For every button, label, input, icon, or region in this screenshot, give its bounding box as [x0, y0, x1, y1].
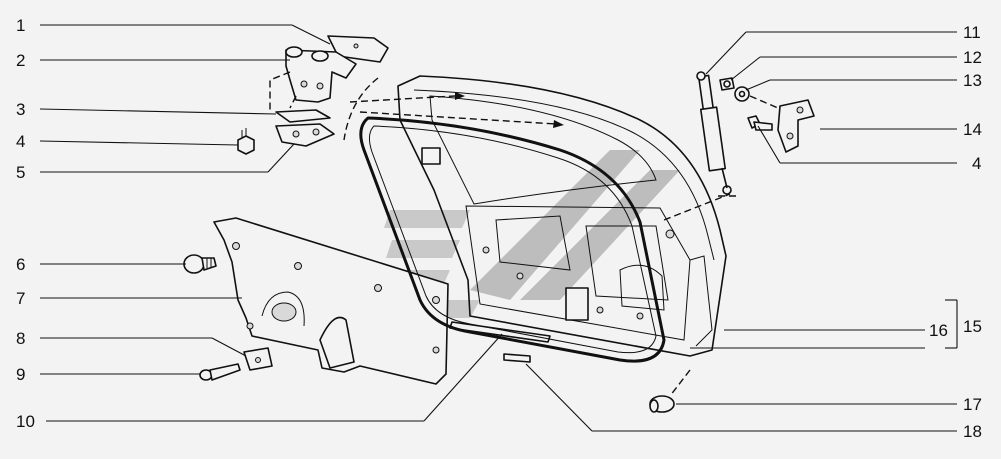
callout-16: 16	[929, 321, 948, 340]
nut	[237, 128, 255, 155]
hinge	[285, 46, 357, 103]
assembly-arc	[343, 77, 379, 141]
small-seal	[503, 353, 531, 363]
backing-plate	[275, 123, 335, 147]
callout-5: 5	[16, 163, 25, 182]
shim-plate	[275, 109, 331, 123]
trim-panel	[213, 217, 449, 385]
bracket	[243, 347, 273, 371]
fitting-guide-line	[269, 71, 291, 112]
fitting-guide-line	[289, 95, 297, 109]
push-clip	[183, 254, 217, 274]
fitting-guide-line	[749, 95, 779, 109]
callout-labels: 1 2 3 4 5 6 7 8 9 10 11 12 13 14 4 16 15…	[16, 16, 982, 441]
callout-11: 11	[963, 23, 981, 42]
strut-bracket	[777, 99, 815, 153]
callout-8: 8	[16, 329, 25, 348]
tailgate-door	[397, 75, 727, 357]
screw	[199, 363, 241, 381]
callout-10: 10	[16, 412, 35, 431]
callout-17: 17	[963, 395, 982, 414]
bump-stop	[649, 395, 675, 413]
callout-12: 12	[963, 48, 982, 67]
fitting-guide-line	[663, 193, 731, 221]
callout-1: 1	[16, 16, 25, 35]
callout-14: 14	[963, 120, 982, 139]
fitting-guide-line	[669, 369, 691, 397]
callout-3: 3	[16, 100, 25, 119]
arrowhead	[553, 120, 564, 128]
pin	[719, 77, 735, 91]
gas-strut	[696, 71, 732, 195]
callout-7: 7	[16, 289, 25, 308]
callout-2: 2	[16, 51, 25, 70]
bolt	[747, 115, 773, 131]
callout-4-right: 4	[972, 154, 981, 173]
callout-18: 18	[963, 422, 982, 441]
leader-lines	[39, 24, 958, 432]
callout-13: 13	[963, 71, 982, 90]
callout-15: 15	[963, 317, 982, 336]
door-weatherstrip	[359, 116, 666, 363]
weatherstrip-inner-edge	[368, 125, 657, 354]
assembly-arrow	[349, 95, 456, 103]
callout-6: 6	[16, 255, 25, 274]
callout-4-left: 4	[16, 132, 25, 151]
callout-9: 9	[16, 365, 25, 384]
washer	[734, 86, 750, 102]
